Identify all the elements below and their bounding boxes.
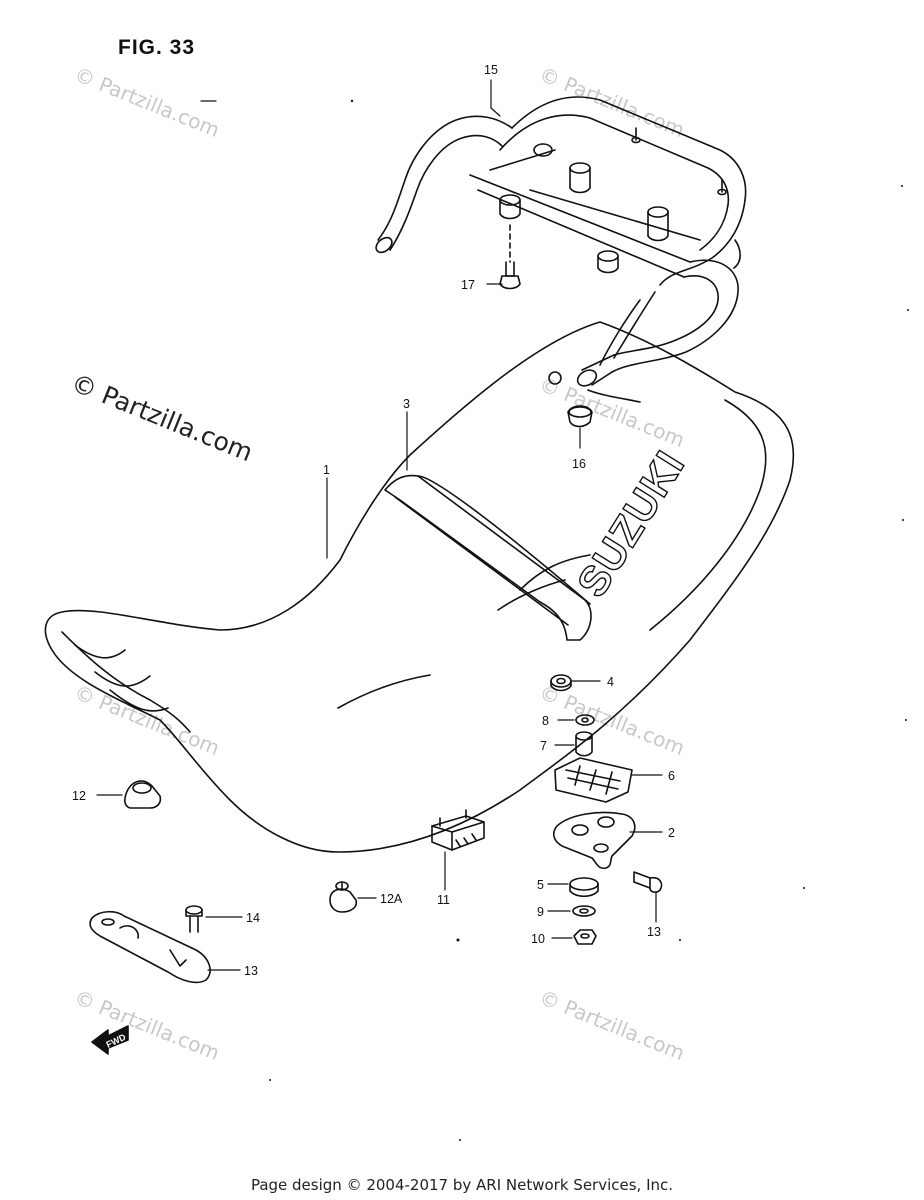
cushion-part-6 [554, 757, 633, 803]
bolt-part-13-right [633, 871, 663, 893]
bracket-part-13-left [89, 910, 211, 984]
part-label: 8 [542, 714, 549, 728]
washer-part-9 [572, 905, 596, 917]
figure-title: FIG. 33 [118, 36, 196, 59]
nut-part-10 [573, 929, 597, 945]
rear-carrier-rack [375, 96, 747, 387]
part-label: 16 [572, 457, 586, 471]
part-label: 2 [668, 826, 675, 840]
part-label: 12 [72, 789, 86, 803]
part-label: 12A [380, 892, 403, 906]
collar-part-4 [550, 674, 572, 692]
spacer-part-7 [575, 731, 593, 757]
part-label: 9 [537, 905, 544, 919]
bolt-part-14 [185, 905, 203, 933]
part-label: 15 [484, 63, 498, 77]
cushion-part-12a [329, 881, 358, 913]
bolt-part-17 [499, 224, 521, 290]
seat-part-1 [44, 321, 795, 853]
bushing-part-5 [569, 877, 599, 898]
washer-part-8 [575, 714, 595, 726]
cushion-part-12 [124, 780, 162, 809]
part-label: 6 [668, 769, 675, 783]
rubber-block-part-11 [431, 809, 485, 851]
forward-arrow-icon [91, 1025, 129, 1055]
part-label: 1 [323, 463, 330, 477]
suzuki-logo: SUZUKI [568, 442, 694, 605]
part-label: 3 [403, 397, 410, 411]
part-label: 11 [437, 893, 450, 907]
part-label: 10 [531, 932, 545, 946]
strap-part-3 [384, 474, 592, 641]
part-label: 5 [537, 878, 544, 892]
part-label: 7 [540, 739, 547, 753]
part-label: 14 [246, 911, 260, 925]
part-label: 17 [461, 278, 475, 292]
footer-copyright: Page design © 2004-2017 by ARI Network S… [250, 1176, 674, 1194]
grommet-part-16 [567, 405, 593, 428]
bracket-part-2 [552, 811, 636, 870]
part-label: 4 [607, 675, 614, 689]
part-label: 13 [244, 964, 258, 978]
part-label: 13 [647, 925, 661, 939]
